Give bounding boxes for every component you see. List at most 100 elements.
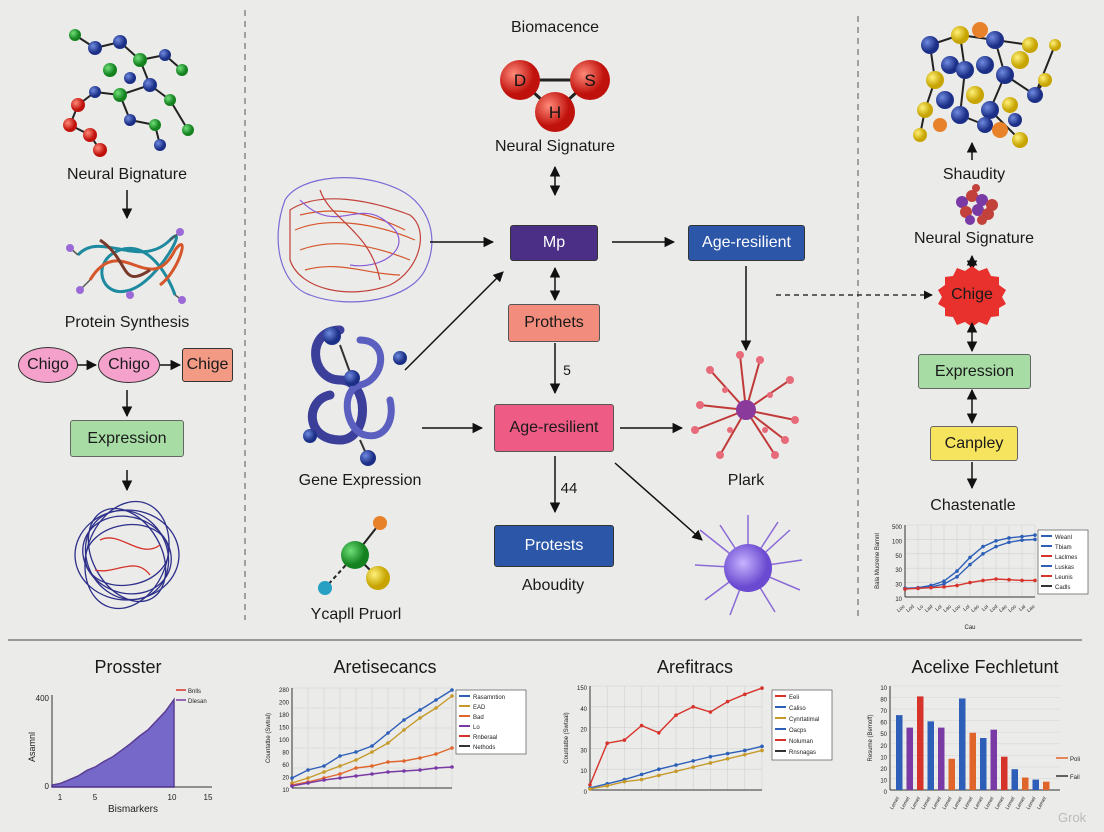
legend-label: Cadls xyxy=(1055,585,1070,591)
legend-label: Rnberaal xyxy=(473,735,497,741)
canpley-box: Canpley xyxy=(930,426,1018,461)
x-tick-label: Lo xyxy=(917,604,925,612)
legend-label: Leunis xyxy=(1055,575,1073,581)
data-point xyxy=(450,688,454,692)
legend-label: Bad xyxy=(473,715,484,721)
dsh-molecule-icon xyxy=(500,60,610,132)
y-axis-label: Bala Mucrene Bamnl xyxy=(875,533,881,589)
chigo-oval-1: Chigo xyxy=(18,347,78,383)
x-tick-label: Loo xyxy=(896,604,906,614)
y-tick-label: 40 xyxy=(580,707,587,713)
data-point xyxy=(942,585,946,589)
ycapil-label: Ycapll Pruorl xyxy=(310,606,402,623)
age-resilient-center-box: Age-resilient xyxy=(494,404,614,452)
data-point xyxy=(434,766,438,770)
legend-label: Rasamntion xyxy=(473,695,505,701)
data-point xyxy=(942,582,946,586)
dsh-letter-h: H xyxy=(549,103,561,122)
data-point xyxy=(338,754,342,758)
data-point xyxy=(916,586,920,591)
data-point xyxy=(1007,540,1011,545)
edge-label-44: 44 xyxy=(560,480,578,497)
bar xyxy=(1001,756,1008,790)
y-axis-label: Asamnl xyxy=(27,732,37,762)
data-point xyxy=(322,778,326,782)
data-point xyxy=(708,710,713,714)
b4-title: Acelixe Fechletunt xyxy=(911,657,1059,677)
data-point xyxy=(903,587,907,591)
y-tick-label: 80 xyxy=(282,751,289,757)
y-tick-label: 100 xyxy=(892,539,903,545)
data-point xyxy=(674,713,678,717)
legend-label: Poli xyxy=(1070,757,1080,763)
data-point xyxy=(968,562,972,567)
right-molecule-icon xyxy=(913,22,1061,148)
data-point xyxy=(657,773,661,778)
right-neural-signature-label: Neural Signature xyxy=(913,230,1035,247)
y-tick-label: 30 xyxy=(580,748,587,754)
left-molecule-icon xyxy=(63,29,194,157)
data-point xyxy=(588,787,592,791)
data-point xyxy=(1033,537,1037,542)
x-tick-label: Loo xyxy=(1007,604,1017,614)
data-point xyxy=(290,776,294,780)
data-point xyxy=(386,741,390,745)
data-point xyxy=(322,764,326,768)
data-point xyxy=(691,765,695,769)
plark-label: Plark xyxy=(727,472,765,489)
center-neural-signature-label: Neural Signature xyxy=(494,138,616,155)
bar xyxy=(1022,777,1029,790)
b1-title: Prosster xyxy=(94,657,162,677)
dsh-letter-s: S xyxy=(584,71,595,90)
aboudity-label: Aboudity xyxy=(521,577,585,594)
bar xyxy=(959,698,966,790)
x-tick-label: Lol xyxy=(934,604,943,613)
data-point xyxy=(981,552,985,556)
data-point xyxy=(605,784,609,788)
data-point xyxy=(306,781,310,785)
data-point xyxy=(338,772,342,776)
data-point xyxy=(639,777,644,782)
y-axis-label: Countatbe (Swtral) xyxy=(266,713,272,763)
y-tick-label: 10 xyxy=(895,597,902,603)
data-point xyxy=(370,764,374,768)
right-expression-box: Expression xyxy=(918,354,1031,389)
legend-label: Oacps xyxy=(789,728,806,734)
x-tick-label: Lao xyxy=(970,604,980,614)
y-tick-label: 280 xyxy=(279,688,290,694)
y-tick-label: 20 xyxy=(880,767,887,773)
data-point xyxy=(588,783,592,787)
right-cluster-icon xyxy=(956,184,998,225)
ycapil-molecule-icon xyxy=(318,516,390,595)
y-tick-label: 0 xyxy=(884,790,888,796)
chastenatle-label: Chastenatle xyxy=(930,497,1016,514)
y-tick-label: 180 xyxy=(279,713,290,719)
data-point xyxy=(942,579,946,583)
x-tick-label: Lao xyxy=(998,604,1008,614)
bar xyxy=(990,729,997,790)
data-point xyxy=(402,769,406,773)
y-tick-label: 200 xyxy=(279,701,290,707)
data-point xyxy=(674,763,678,767)
age-resilient-top-box: Age-resilient xyxy=(688,225,805,261)
legend-label: Fail xyxy=(1070,775,1080,781)
legend-label: Weanl xyxy=(1055,535,1072,541)
data-point xyxy=(306,768,310,772)
left-expression-box: Expression xyxy=(70,420,184,457)
y-tick-label: 10 xyxy=(282,788,289,794)
data-point xyxy=(691,759,695,763)
data-point xyxy=(743,692,747,697)
bar xyxy=(948,758,955,790)
y-tick-label: 70 xyxy=(880,709,887,715)
bar xyxy=(969,732,976,790)
data-point xyxy=(657,767,661,771)
data-point xyxy=(290,784,294,788)
y-tick-label: 20 xyxy=(580,728,587,734)
b2-title: Aretisecancs xyxy=(333,657,437,677)
data-point xyxy=(929,585,933,590)
x-tick-label: 1 xyxy=(58,793,63,802)
y-tick-label: 0 xyxy=(584,790,588,796)
data-point xyxy=(708,761,713,765)
